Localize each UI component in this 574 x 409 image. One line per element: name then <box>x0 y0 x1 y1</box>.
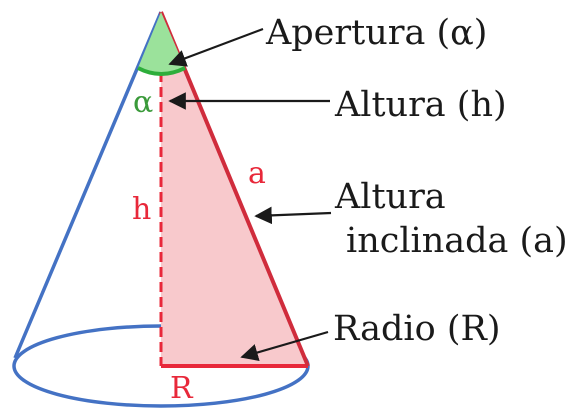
a-symbol: a <box>248 156 266 191</box>
altura-inclinada-label-line1: Altura <box>334 177 446 217</box>
apertura-label: Apertura (α) <box>265 13 487 53</box>
R-symbol: R <box>170 371 194 406</box>
altura-label: Altura (h) <box>334 85 507 125</box>
radio-label: Radio (R) <box>333 309 500 349</box>
altura-inclinada-arrow <box>254 206 332 225</box>
altura-inclinada-label-line2: inclinada (a) <box>346 221 568 261</box>
slant-height-line <box>159 11 310 367</box>
h-symbol: h <box>132 192 151 227</box>
alpha-symbol: α <box>133 85 153 120</box>
aperture-angle-arc <box>137 66 186 76</box>
aperture-angle <box>137 12 186 76</box>
apertura-arrow <box>168 27 264 67</box>
radio-arrow <box>240 330 329 362</box>
cone-left-edge <box>13 11 163 359</box>
pointer-arrows <box>168 27 332 362</box>
aperture-angle-wedge <box>138 12 185 74</box>
